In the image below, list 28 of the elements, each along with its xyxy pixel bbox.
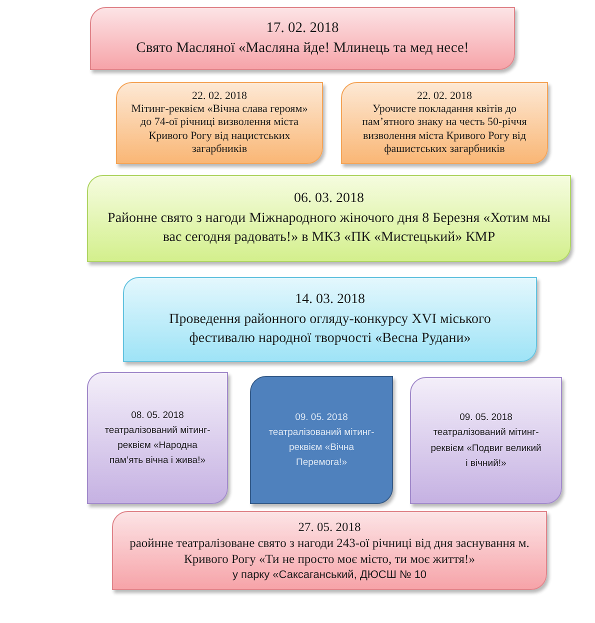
event-box xyxy=(341,82,548,164)
event-box xyxy=(87,372,228,504)
event-date: 09. 05. 2018 xyxy=(295,410,348,425)
event-box xyxy=(112,511,547,590)
event-description: Свято Масляної «Масляна йде! Млинець та мед несе! xyxy=(136,38,469,58)
event-description: Проведення районного огляду-конкурсу XVI міського фестивалю народної творчості «Весна Рудани» xyxy=(168,310,492,348)
event-date: 08. 05. 2018 xyxy=(131,408,184,423)
event-description: Районне свято з нагоди Міжнародного жіночого дня 8 Березня «Хотим мы вас сегодня радовать!» в МКЗ «ПК «Мистецький» КМР xyxy=(106,210,552,248)
event-box xyxy=(87,175,571,262)
event-date: 22. 02. 2018 xyxy=(192,90,247,104)
event-box xyxy=(123,277,537,362)
event-description: Мітинг-реквієм «Вічна слава героям» до 74-ої річниці визволення міста Кривого Рогу від нацистських загарбників xyxy=(130,103,309,156)
event-description: театралізований мітинг-реквієм «Народна пам’ять вічна і жива!» xyxy=(104,424,212,468)
event-date: 27. 05. 2018 xyxy=(298,518,361,536)
event-date: 17. 02. 2018 xyxy=(266,18,339,38)
event-date: 22. 02. 2018 xyxy=(417,90,472,104)
event-box xyxy=(90,7,515,70)
venue-note: у парку «Саксаганський, ДЮСШ № 10 xyxy=(232,568,427,582)
event-date: 06. 03. 2018 xyxy=(294,190,364,208)
event-description: Урочисте покладання квітів до пам’ятного знаку на честь 50-річчя визволення міста Кривого Рогу від фашистських загарбників xyxy=(361,103,528,156)
event-date: 09. 05. 2018 xyxy=(460,411,512,426)
event-description: раойнне театралізоване свято з нагоди 243-ої річниці від дня заснування м. Кривого Рогу «Ти не просто моє місто, ти моє життя!» xyxy=(128,535,530,568)
event-description: театралізований мітинг-реквієм «Подвиг великий і вічний!» xyxy=(430,426,542,471)
event-box xyxy=(250,376,393,504)
event-box xyxy=(410,377,562,504)
event-description: театралізований мітинг-реквієм «Вічна Перемога!» xyxy=(268,426,376,470)
event-date: 14. 03. 2018 xyxy=(295,291,365,310)
event-box xyxy=(116,82,323,164)
